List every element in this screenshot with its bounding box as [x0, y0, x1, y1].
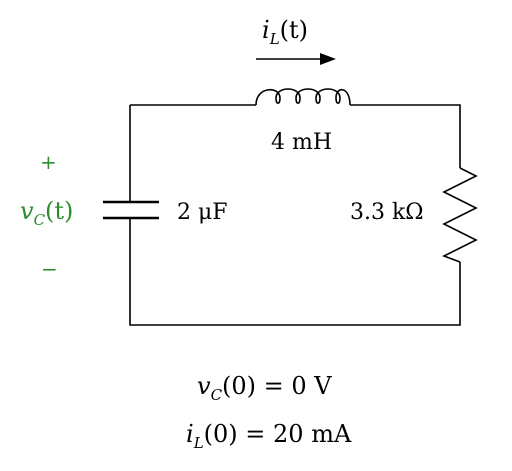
top-right-wire	[350, 104, 461, 168]
current-label: iL(t)	[262, 16, 309, 48]
voltage-plus-sign: +	[40, 150, 57, 174]
inductor-value-label: 4 mH	[271, 130, 333, 155]
initial-condition-vc: vC(0) = 0 V	[197, 372, 332, 404]
resistor-value-label: 3.3 kΩ	[350, 200, 424, 225]
current-arrow-head	[320, 53, 336, 65]
initial-condition-il: iL(0) = 20 mA	[186, 420, 352, 452]
capacitor-value-label: 2 μF	[177, 200, 228, 225]
right-lower-wire	[129, 218, 461, 326]
voltage-minus-sign: −	[41, 257, 58, 281]
inductor-coil	[255, 88, 351, 106]
voltage-label: vC(t)	[20, 197, 74, 229]
resistor-zigzag	[442, 167, 478, 263]
